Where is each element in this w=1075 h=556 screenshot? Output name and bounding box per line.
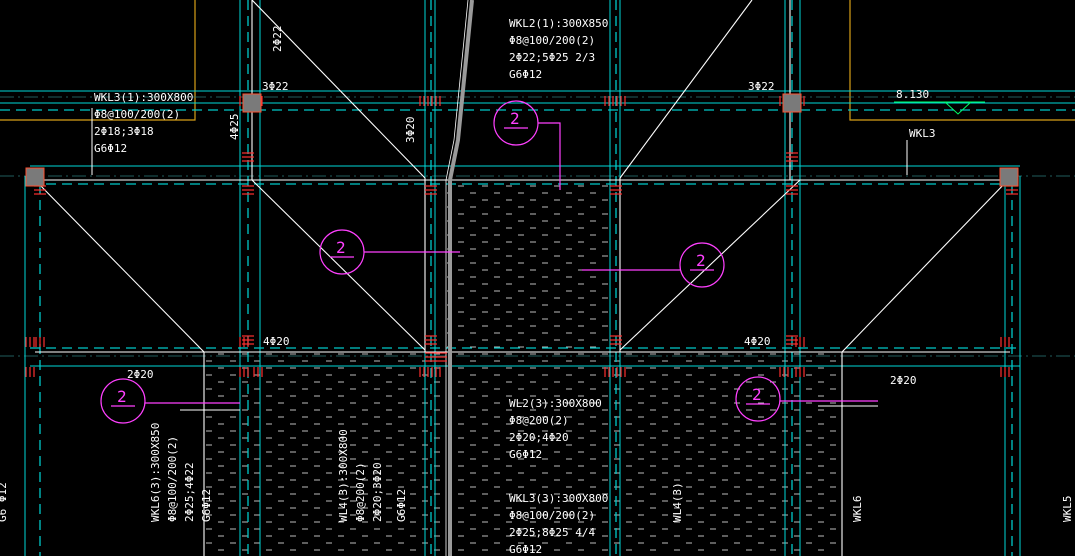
svg-text:2Φ20: 2Φ20	[890, 374, 917, 387]
rebar-labels: 3Φ22 3Φ22 4Φ20 4Φ20 2Φ20 2Φ20	[127, 80, 917, 387]
slab-hatch-bottom-left	[204, 352, 442, 556]
annotation-wkl3-1[interactable]: WKL3(1):300X800 Φ8@100/200(2) 2Φ18;3Φ18 …	[94, 91, 193, 155]
slab-hatch-top-center	[447, 180, 613, 352]
svg-text:3Φ20: 3Φ20	[404, 117, 417, 144]
annotation-wl4-3[interactable]: WL4(3):300X800 Φ8@200(2) 2Φ20;3Φ20 G6Φ12	[337, 429, 408, 522]
column-mid-right	[999, 167, 1019, 187]
label-left-edge: G6 Φ12	[0, 482, 9, 522]
annotation-wkl6-3[interactable]: WKL6(3):300X850 Φ8@100/200(2) 2Φ25;4Φ22 …	[149, 423, 213, 522]
section-number-2: 2	[336, 238, 346, 257]
section-number-1: 2	[510, 109, 520, 128]
section-callout-5[interactable]	[735, 376, 878, 422]
leader-lines	[91, 108, 908, 411]
svg-text:Φ8@100/200(2): Φ8@100/200(2)	[166, 436, 179, 522]
columns	[25, 93, 1019, 187]
boundary-top-right	[849, 0, 1075, 121]
label-wl4-3-short[interactable]: WL4(3)	[671, 482, 684, 522]
svg-text:2Φ25;8Φ25 4/4: 2Φ25;8Φ25 4/4	[509, 526, 595, 539]
svg-text:Φ8@200(2): Φ8@200(2)	[509, 414, 569, 427]
section-callout-4[interactable]	[100, 378, 240, 424]
section-callout-3[interactable]	[582, 242, 725, 288]
svg-text:G6Φ12: G6Φ12	[509, 543, 542, 556]
section-number-5: 2	[752, 385, 762, 404]
section-number-4: 2	[117, 387, 127, 406]
vertical-labels: 2Φ22 4Φ25 3Φ20 WKL6(3):300X850 Φ8@100/20…	[0, 26, 1074, 523]
section-callouts	[100, 100, 878, 424]
svg-text:4Φ25: 4Φ25	[228, 114, 241, 141]
hatched-slab-regions	[204, 180, 842, 556]
column-top-right	[782, 93, 802, 113]
svg-text:Φ8@100/200(2): Φ8@100/200(2)	[509, 34, 595, 47]
svg-text:WL2(3):300X800: WL2(3):300X800	[509, 397, 602, 410]
svg-text:2Φ18;3Φ18: 2Φ18;3Φ18	[94, 125, 154, 138]
svg-text:2Φ20: 2Φ20	[127, 368, 154, 381]
axis-lines	[0, 96, 1075, 357]
svg-text:WKL3(3):300X800: WKL3(3):300X800	[509, 492, 608, 505]
section-callout-numbers: 2 2 2 2 2	[117, 109, 762, 406]
svg-text:WKL2(1):300X850: WKL2(1):300X850	[509, 17, 608, 30]
svg-text:2Φ20;3Φ20: 2Φ20;3Φ20	[371, 462, 384, 522]
label-wkl6-short[interactable]: WKL6	[851, 496, 864, 523]
svg-text:G6Φ12: G6Φ12	[94, 142, 127, 155]
svg-text:2Φ20;4Φ20: 2Φ20;4Φ20	[509, 431, 569, 444]
svg-text:WL4(3):300X800: WL4(3):300X800	[337, 429, 350, 522]
boundary-top-left	[0, 0, 196, 121]
section-number-3: 2	[696, 251, 706, 270]
svg-text:G6Φ12: G6Φ12	[200, 489, 213, 522]
column-top-left	[242, 93, 262, 113]
svg-text:Φ8@100/200(2): Φ8@100/200(2)	[509, 509, 595, 522]
beam-outlines	[34, 0, 1010, 556]
svg-text:3Φ22: 3Φ22	[748, 80, 775, 93]
svg-text:4Φ20: 4Φ20	[744, 335, 771, 348]
svg-text:3Φ22: 3Φ22	[262, 80, 289, 93]
svg-text:G6Φ12: G6Φ12	[395, 489, 408, 522]
elevation-marker: 8.130	[894, 88, 985, 115]
annotation-wkl2-1[interactable]: WKL2(1):300X850 Φ8@100/200(2) 2Φ22;5Φ25 …	[509, 17, 608, 81]
column-mid-left	[25, 167, 45, 187]
svg-text:2Φ22;5Φ25 2/3: 2Φ22;5Φ25 2/3	[509, 51, 595, 64]
annotation-wkl3-3[interactable]: WKL3(3):300X800 Φ8@100/200(2) 2Φ25;8Φ25 …	[509, 492, 608, 556]
svg-text:Φ8@100/200(2): Φ8@100/200(2)	[94, 108, 180, 121]
svg-text:G6Φ12: G6Φ12	[509, 68, 542, 81]
elevation-text: 8.130	[896, 88, 929, 101]
site-boundary	[0, 0, 1075, 121]
svg-text:WKL3(1):300X800: WKL3(1):300X800	[94, 91, 193, 104]
svg-text:2Φ22: 2Φ22	[271, 26, 284, 53]
label-wkl3-right[interactable]: WKL3	[909, 127, 936, 140]
svg-text:2Φ25;4Φ22: 2Φ25;4Φ22	[183, 462, 196, 522]
slab-hatch-bottom-right	[452, 352, 842, 556]
svg-text:Φ8@200(2): Φ8@200(2)	[354, 462, 367, 522]
section-callout-2[interactable]	[319, 229, 460, 275]
section-callout-1[interactable]	[493, 100, 561, 190]
svg-text:4Φ20: 4Φ20	[263, 335, 290, 348]
label-wkl5-edge[interactable]: WKL5	[1061, 496, 1074, 523]
svg-text:G6Φ12: G6Φ12	[509, 448, 542, 461]
expansion-joint	[445, 0, 474, 556]
svg-text:WKL6(3):300X850: WKL6(3):300X850	[149, 423, 162, 522]
annotation-wl2-3[interactable]: WL2(3):300X800 Φ8@200(2) 2Φ20;4Φ20 G6Φ12	[509, 397, 602, 461]
